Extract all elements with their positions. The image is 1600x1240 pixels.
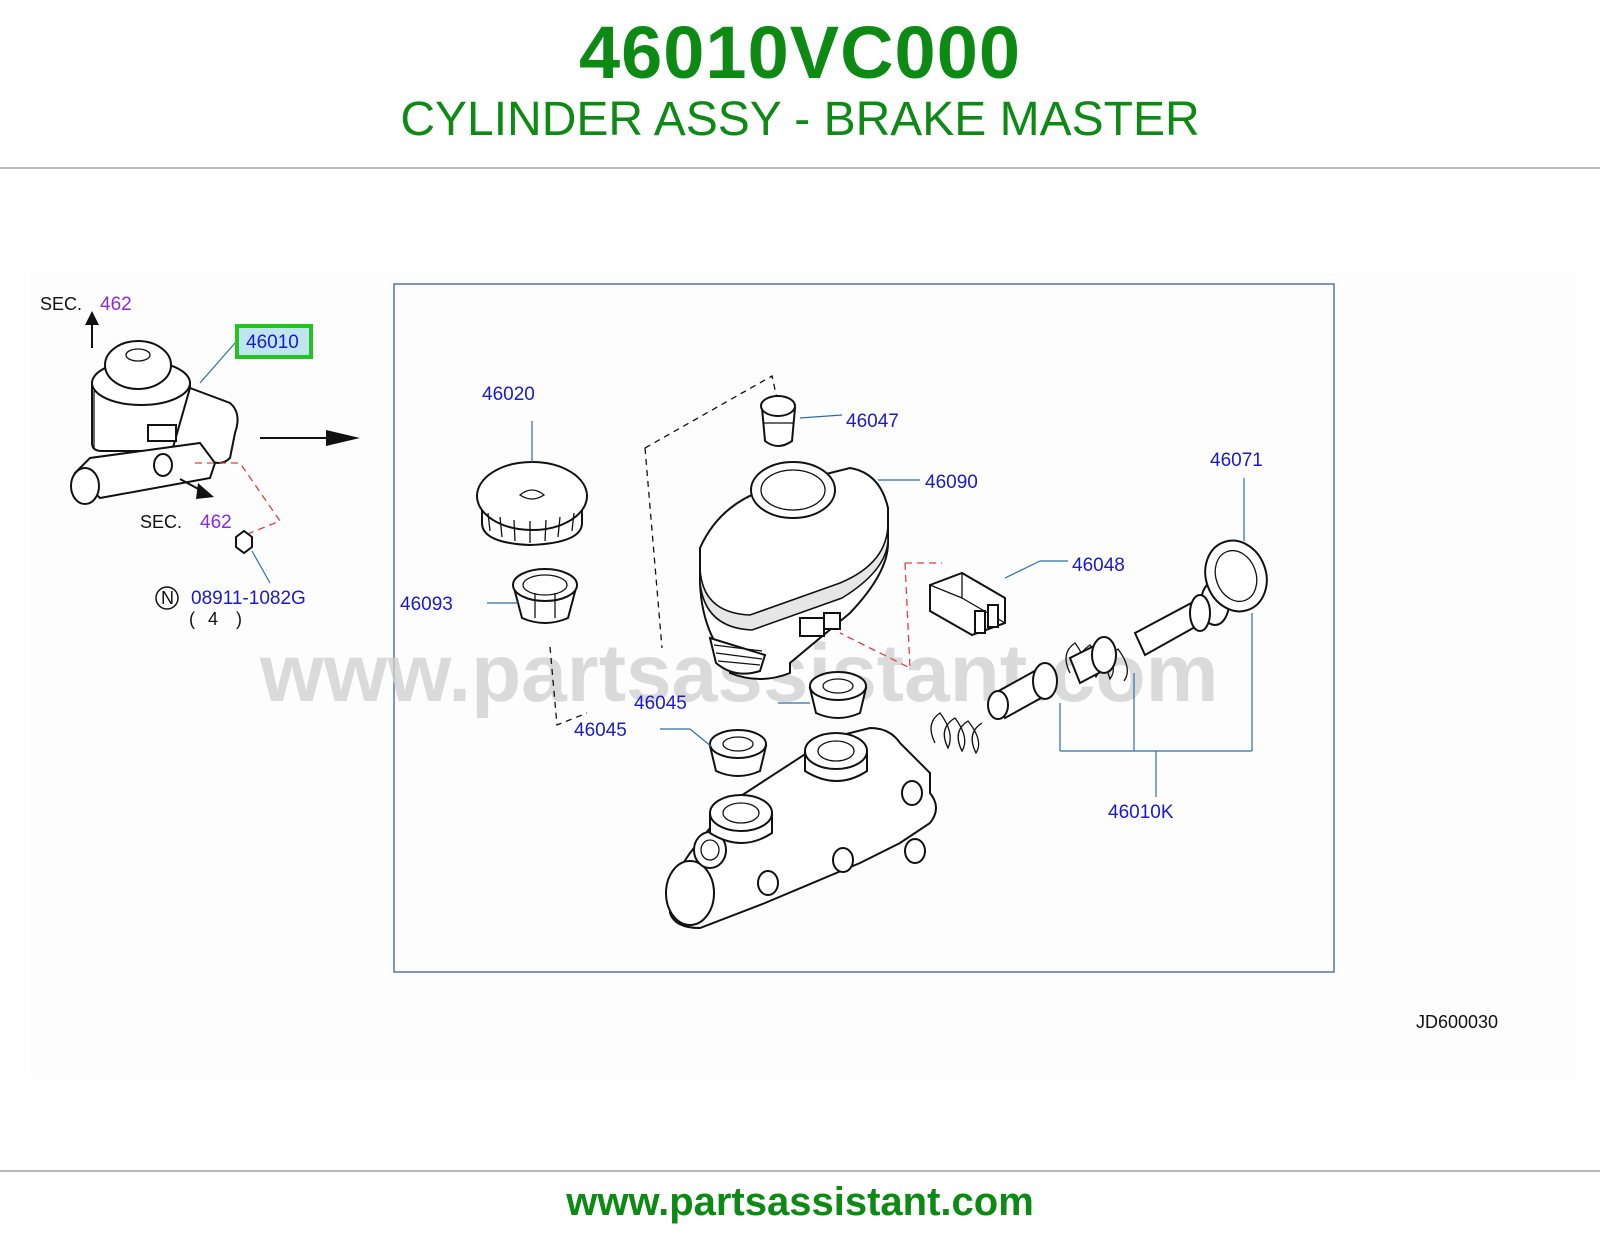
leader-46047 [799, 414, 843, 419]
nut-qty-open: ( [189, 609, 195, 629]
part-name-subtitle: CYLINDER ASSY - BRAKE MASTER [400, 93, 1200, 146]
reservoir-cap-46020[interactable] [476, 461, 588, 547]
overview-red-dash [195, 462, 281, 536]
label-46010k[interactable]: 46010K [1108, 802, 1174, 823]
detail-frame [393, 283, 1335, 973]
n-marker-circle [155, 586, 179, 610]
detail-arrow-icon [326, 430, 360, 446]
reservoir-46090[interactable] [699, 461, 889, 680]
parts-diagram-svg: SEC. 462 SEC. 462 46010 N 08911-1082G ( … [40, 283, 1498, 1032]
overview-cap [104, 340, 172, 390]
footer-url[interactable]: www.partsassistant.com [566, 1180, 1034, 1224]
overview-body [73, 441, 217, 500]
label-46071[interactable]: 46071 [1210, 450, 1263, 471]
nut-qty: 4 [208, 609, 218, 629]
dashed-guide [549, 375, 779, 726]
leader-46048 [1004, 560, 1041, 579]
overview-assembly [70, 311, 360, 584]
highlight-box[interactable] [235, 324, 313, 359]
label-46045-b[interactable]: 46045 [574, 720, 627, 741]
label-46093[interactable]: 46093 [400, 594, 453, 615]
sec-prefix-bottom: SEC. [140, 512, 182, 532]
label-46048[interactable]: 46048 [1072, 555, 1125, 576]
seal-ring-46071[interactable] [1195, 532, 1276, 620]
sec-prefix-top: SEC. [40, 294, 82, 314]
seal-46045-b[interactable] [708, 729, 768, 777]
leader-46045-b-2 [689, 728, 713, 748]
highlight-leader [199, 342, 236, 384]
overview-port [153, 453, 173, 477]
n-marker: N [161, 588, 174, 608]
sec-number-top[interactable]: 462 [100, 294, 132, 315]
parts-diagram: SEC. 462 SEC. 462 46010 N 08911-1082G ( … [30, 273, 1575, 1078]
arrow-up-icon [85, 311, 99, 325]
drawing-code: JD600030 [1416, 1012, 1498, 1032]
nut-qty-close: ) [236, 609, 242, 629]
sec-number-bottom[interactable]: 462 [200, 512, 232, 533]
page-header: 46010VC000 CYLINDER ASSY - BRAKE MASTER [0, 0, 1600, 170]
sensor-red-dash [839, 562, 942, 670]
cylinder-body[interactable] [665, 726, 937, 930]
part-number-title: 46010VC000 [578, 11, 1022, 94]
label-46090[interactable]: 46090 [925, 472, 978, 493]
nut-leader [251, 550, 271, 584]
arrow-down-right-icon [196, 483, 214, 499]
header-divider [0, 167, 1600, 169]
label-46045-a[interactable]: 46045 [634, 693, 687, 714]
grommet-46047[interactable] [760, 395, 797, 447]
highlighted-part-label[interactable]: 46010 [246, 332, 299, 353]
overview-cap-logo [125, 348, 151, 362]
overview-body-end [70, 467, 100, 505]
footer-divider [0, 1170, 1600, 1172]
piston-kit-46010k[interactable] [930, 580, 1230, 755]
label-46020[interactable]: 46020 [482, 384, 535, 405]
nut-icon [235, 529, 253, 555]
seal-46045-a[interactable] [808, 671, 868, 719]
label-46047[interactable]: 46047 [846, 411, 899, 432]
overview-connector [147, 424, 177, 442]
sensor-46048[interactable] [929, 571, 1006, 637]
strainer-46093[interactable] [512, 568, 578, 624]
nut-part-number[interactable]: 08911-1082G [191, 588, 306, 609]
